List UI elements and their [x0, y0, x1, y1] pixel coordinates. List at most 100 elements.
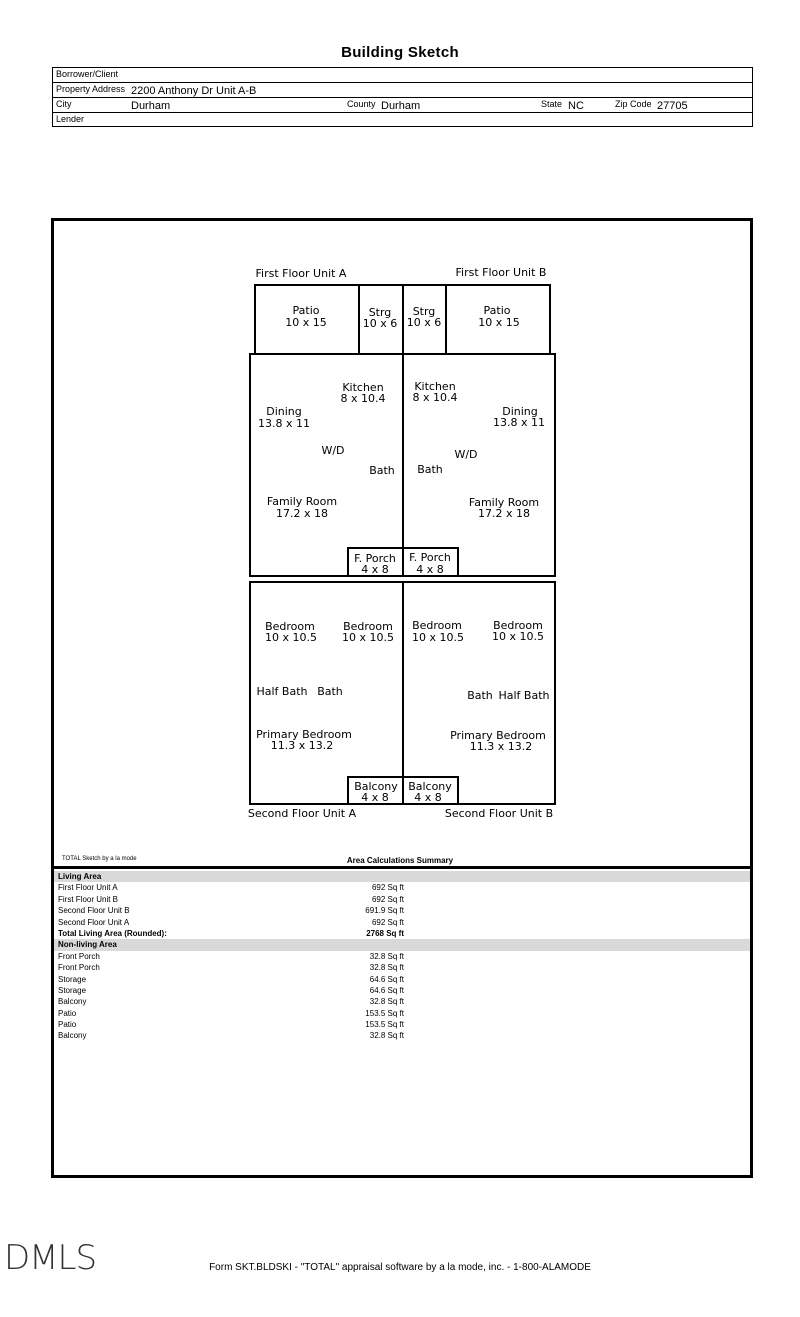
family-a-dim: 17.2 x 18	[276, 507, 328, 520]
kitchen-b-name: Kitchen	[414, 380, 455, 393]
total-sketch-credit: TOTAL Sketch by a la mode	[62, 856, 137, 862]
lender-row: Lender	[53, 113, 752, 128]
table-row: Second Floor Unit B 691.9 Sq ft	[54, 905, 750, 916]
wd-a-label: W/D	[321, 444, 344, 457]
zip-label: Zip Code	[615, 99, 652, 109]
area-value: 32.8 Sq ft	[369, 951, 404, 961]
strg-a-name: Strg	[369, 306, 392, 319]
table-row: Balcony 32.8 Sq ft	[54, 1030, 750, 1041]
strg-b-dim: 10 x 6	[407, 316, 442, 329]
primary-b-dim: 11.3 x 13.2	[470, 740, 533, 753]
section-divider	[51, 866, 753, 869]
state-value: NC	[568, 100, 584, 112]
table-row: Front Porch 32.8 Sq ft	[54, 951, 750, 962]
area-name: Patio	[58, 1020, 77, 1030]
lender-label: Lender	[56, 114, 85, 124]
dining-a-dim: 13.8 x 11	[258, 417, 310, 430]
page-title: Building Sketch	[341, 44, 459, 61]
area-name: First Floor Unit B	[58, 894, 119, 904]
area-name: Front Porch	[58, 963, 100, 973]
bath-b-label: Bath	[417, 463, 443, 476]
bath-a2-label: Bath	[317, 685, 343, 698]
family-b-name: Family Room	[469, 496, 539, 509]
area-name: Patio	[58, 1008, 77, 1018]
bedroom-b1-dim: 10 x 10.5	[412, 631, 464, 644]
half-bath-a-label: Half Bath	[256, 685, 307, 698]
patio-a-dim: 10 x 15	[285, 316, 327, 329]
dmls-logo: DMLS	[4, 1238, 97, 1278]
borrower-row: Borrower/Client	[53, 68, 752, 83]
patio-b-name: Patio	[484, 304, 511, 317]
area-name: First Floor Unit A	[58, 883, 118, 893]
strg-a-dim: 10 x 6	[363, 317, 398, 330]
porch-a-name: F. Porch	[354, 552, 396, 565]
area-value: 32.8 Sq ft	[369, 1031, 404, 1041]
bath-a-label: Bath	[369, 464, 395, 477]
floor-plan-sketch: First Floor Unit A First Floor Unit B Pa…	[248, 266, 556, 820]
table-row: Front Porch 32.8 Sq ft	[54, 962, 750, 973]
bedroom-a1-name: Bedroom	[265, 620, 315, 633]
address-value: 2200 Anthony Dr Unit A-B	[131, 85, 257, 97]
balcony-a-name: Balcony	[354, 780, 398, 793]
table-row: Storage 64.6 Sq ft	[54, 985, 750, 996]
area-name: Second Floor Unit B	[58, 906, 130, 916]
area-summary-title: Area Calculations Summary	[346, 856, 454, 865]
primary-a-dim: 11.3 x 13.2	[271, 739, 334, 752]
form-footer: Form SKT.BLDSKI - "TOTAL" appraisal soft…	[209, 1262, 591, 1273]
bedroom-a1-dim: 10 x 10.5	[265, 631, 317, 644]
area-value: 64.6 Sq ft	[369, 974, 404, 984]
half-bath-b-label: Half Bath	[498, 689, 549, 702]
strg-b-name: Strg	[413, 305, 436, 318]
primary-b-name: Primary Bedroom	[450, 729, 546, 742]
sketch-frame	[51, 218, 753, 1178]
kitchen-b-dim: 8 x 10.4	[413, 391, 458, 404]
dining-b-dim: 13.8 x 11	[493, 416, 545, 429]
county-value: Durham	[381, 100, 421, 112]
county-label: County	[347, 99, 376, 109]
area-name: Balcony	[58, 997, 87, 1007]
family-b-dim: 17.2 x 18	[478, 507, 530, 520]
city-label: City	[56, 99, 72, 109]
second-floor-b-label: Second Floor Unit B	[445, 807, 553, 820]
bedroom-b2-name: Bedroom	[493, 619, 543, 632]
total-living-row: Total Living Area (Rounded):2768 Sq ft	[54, 928, 750, 939]
porch-a-dim: 4 x 8	[361, 563, 389, 576]
bedroom-b1-name: Bedroom	[412, 619, 462, 632]
patio-b-dim: 10 x 15	[478, 316, 520, 329]
bath-b2-label: Bath	[467, 689, 493, 702]
table-row: Patio 153.5 Sq ft	[54, 1008, 750, 1019]
first-floor-b-label: First Floor Unit B	[456, 266, 547, 279]
balcony-b-outline	[402, 776, 459, 805]
area-value: 64.6 Sq ft	[369, 985, 404, 995]
borrower-label: Borrower/Client	[56, 69, 119, 79]
front-porch-b-outline	[402, 547, 459, 577]
primary-a-name: Primary Bedroom	[256, 728, 352, 741]
area-value: 691.9 Sq ft	[365, 906, 404, 916]
kitchen-a-dim: 8 x 10.4	[341, 392, 386, 405]
non-living-area-title: Non-living Area	[58, 940, 117, 950]
balcony-a-dim: 4 x 8	[361, 791, 389, 804]
area-value: 153.5 Sq ft	[365, 1008, 404, 1018]
porch-b-dim: 4 x 8	[416, 563, 444, 576]
city-value: Durham	[131, 100, 171, 112]
area-value: 32.8 Sq ft	[369, 963, 404, 973]
bedroom-a2-name: Bedroom	[343, 620, 393, 633]
living-area-header: Living Area	[54, 871, 750, 883]
balcony-b-dim: 4 x 8	[414, 791, 442, 804]
address-label: Property Address	[56, 84, 126, 94]
city-row: City Durham County Durham State NC Zip C…	[53, 98, 752, 113]
area-name: Front Porch	[58, 951, 100, 961]
bedroom-a2-dim: 10 x 10.5	[342, 631, 394, 644]
area-name: Balcony	[58, 1031, 87, 1041]
non-living-area-header: Non-living Area	[54, 939, 750, 951]
area-name: Storage	[58, 974, 87, 984]
property-header-table: Borrower/Client Property Address 2200 An…	[52, 67, 753, 127]
area-name: Storage	[58, 985, 87, 995]
first-floor-a-label: First Floor Unit A	[256, 267, 347, 280]
dining-a-name: Dining	[266, 405, 302, 418]
